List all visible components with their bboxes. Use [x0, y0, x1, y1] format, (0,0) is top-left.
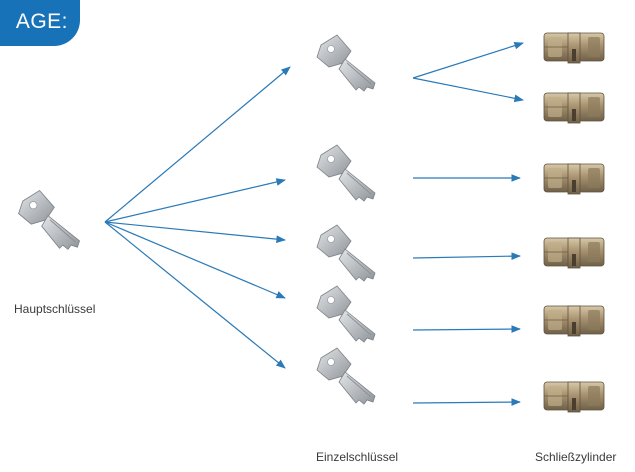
arrow-key-4-to-cylinder-5	[412, 325, 521, 333]
arrow-key-1-to-cylinder-2	[412, 77, 524, 103]
lock-cylinder-1-icon	[543, 32, 605, 64]
lock-cylinder-3-icon	[543, 163, 605, 195]
arrow-key-1-to-cylinder-1	[412, 41, 524, 79]
individual-key-2-icon	[316, 144, 376, 202]
cylinders-label: Schließzylinder	[535, 450, 617, 464]
section-badge-label: AGE:	[15, 10, 68, 33]
arrow-key-5-to-cylinder-6	[412, 398, 521, 406]
arrow-master-to-key-1	[104, 66, 291, 223]
master-key-label: Hauptschlüssel	[14, 302, 96, 316]
individual-key-1-icon	[316, 34, 376, 92]
individual-key-4-icon	[316, 285, 376, 343]
lock-cylinder-2-icon	[543, 92, 605, 124]
individual-key-3-icon	[316, 224, 376, 282]
arrow-master-to-key-5	[104, 221, 286, 369]
individual-keys-label: Einzelschlüssel	[316, 450, 399, 464]
section-badge: AGE:	[0, 0, 80, 46]
lock-cylinder-5-icon	[543, 305, 605, 337]
arrow-master-to-key-3	[104, 221, 286, 243]
arrow-master-to-key-2	[104, 178, 286, 223]
arrow-key-3-to-cylinder-4	[412, 252, 521, 261]
lock-cylinder-6-icon	[543, 381, 605, 413]
arrow-master-to-key-4	[104, 221, 286, 299]
master-key-icon	[18, 189, 81, 250]
lock-cylinder-4-icon	[543, 237, 605, 269]
individual-key-5-icon	[316, 347, 376, 405]
